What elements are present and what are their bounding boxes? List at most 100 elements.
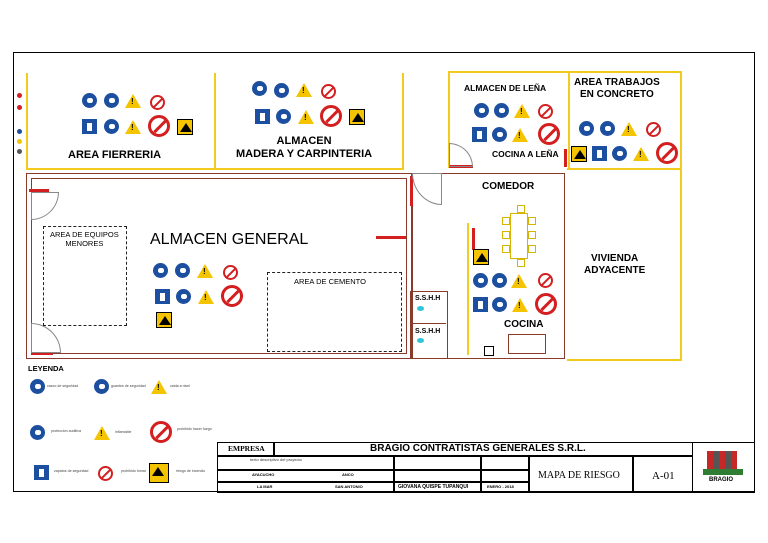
safety-boots-icon (255, 109, 270, 124)
legend-item-helmet: casco de seguridad (47, 384, 79, 388)
legend-item-boots: zapatos de seguridad (54, 469, 89, 473)
fire-warning-icon (571, 146, 587, 162)
no-fire-icon (656, 142, 678, 164)
safety-helmet-icon (473, 273, 488, 288)
legend-item-no-fire: prohibido hacer fuego (177, 427, 212, 431)
safety-helmet-icon (579, 121, 594, 136)
area-cemento-box (267, 272, 402, 352)
fire-warning-icon (473, 249, 489, 265)
safety-boots-icon (473, 297, 488, 312)
cocina-label: COCINA (504, 319, 544, 330)
no-smoking-icon (646, 122, 661, 137)
area-concreto-label: AREA TRABAJOS EN CONCRETO (574, 77, 660, 100)
safety-gloves-icon (104, 93, 119, 108)
safety-helmet-icon (30, 379, 45, 394)
almacen-general-walls (26, 173, 412, 359)
no-fire-icon (148, 115, 170, 137)
almacen-lena-label: ALMACEN DE LEÑA (464, 83, 547, 93)
drawn-by: GIOVANA QUISPE TUPANQUI (398, 484, 469, 490)
safety-gloves-icon (175, 263, 190, 278)
legend-item-slip: caida a nivel (170, 384, 190, 388)
slip-warning-icon (633, 147, 649, 161)
safety-helmet-icon (474, 103, 489, 118)
safety-boots-icon (82, 119, 97, 134)
safety-gloves-icon (494, 103, 509, 118)
legend-item-no-smoking: prohibido fumar (121, 469, 146, 473)
zona: ANCO (342, 472, 354, 477)
area-equipos-box (43, 226, 127, 326)
warning-icon (621, 122, 637, 136)
area-cemento-label: AREA DE CEMENTO (294, 277, 366, 286)
safety-boots-icon (155, 289, 170, 304)
no-fire-icon (150, 421, 172, 443)
sshh-1-label: S.S.H.H (415, 295, 441, 302)
safety-boots-icon (34, 465, 49, 480)
warning-icon (197, 264, 213, 278)
no-smoking-icon (150, 95, 165, 110)
legend-item-ear: proteccion auditiva (51, 429, 81, 433)
fire-warning-icon (349, 109, 365, 125)
almacen-madera-label: ALMACEN MADERA Y CARPINTERIA (236, 135, 373, 160)
date: ENERO - 2018 (487, 484, 514, 489)
safety-helmet-icon (252, 81, 267, 96)
almacen-general-label: ALMACEN GENERAL (150, 231, 309, 248)
ear-protection-icon (30, 425, 45, 440)
safety-boots-icon (592, 146, 607, 161)
fire-warning-icon (156, 312, 172, 328)
slip-warning-icon (125, 120, 141, 134)
cocina-lena-label: COCINA A LEÑA (492, 149, 559, 159)
area-equipos-label: AREA DE EQUIPOS MENORES (50, 230, 119, 248)
ubicacion: LA MAR (257, 484, 273, 489)
slip-warning-icon (298, 110, 314, 124)
no-smoking-icon (321, 84, 336, 99)
ear-protection-icon (104, 119, 119, 134)
no-fire-icon (320, 105, 342, 127)
area-fierreria-label: AREA FIERRERIA (68, 149, 162, 161)
no-smoking-icon (538, 273, 553, 288)
dining-table (510, 213, 528, 259)
slip-warning-icon (151, 380, 167, 394)
company-logo: BRAGIO (697, 443, 753, 491)
comedor-label: COMEDOR (482, 181, 535, 192)
safety-helmet-icon (153, 263, 168, 278)
slip-warning-icon (512, 298, 528, 312)
legend-item-fire: riesgo de incendio (176, 469, 206, 473)
no-smoking-icon (98, 466, 113, 481)
fire-warning-icon (149, 463, 169, 483)
departamento: AYACUCHO (252, 472, 275, 477)
slip-warning-icon (198, 290, 214, 304)
company-name: BRAGIO CONTRATISTAS GENERALES S.R.L. (370, 443, 586, 454)
no-smoking-icon (223, 265, 238, 280)
slip-warning-icon (512, 128, 528, 142)
sshh-2-label: S.S.H.H (415, 328, 441, 335)
sheet-number: A-01 (652, 470, 675, 482)
safety-helmet-icon (82, 93, 97, 108)
safety-boots-icon (472, 127, 487, 142)
warning-icon (511, 274, 527, 288)
project-description: texto descriptivo del proyecto (250, 457, 302, 462)
vivienda-label: VIVIENDA ADYACENTE (584, 253, 646, 276)
warning-icon (125, 94, 141, 108)
ear-protection-icon (612, 146, 627, 161)
no-fire-icon (221, 285, 243, 307)
legend-item-gloves: guantes de seguridad (111, 384, 146, 388)
warning-icon (296, 83, 312, 97)
no-fire-icon (535, 293, 557, 315)
safety-gloves-icon (94, 379, 109, 394)
no-fire-icon (538, 123, 560, 145)
safety-gloves-icon (274, 83, 289, 98)
floor-plan-sheet: AREA FIERRERIA ALMACEN MADERA Y CARPINTE… (13, 52, 755, 493)
distrito: SAN ANTONIO (335, 484, 363, 489)
safety-gloves-icon (600, 121, 615, 136)
ear-protection-icon (276, 109, 291, 124)
warning-icon (514, 104, 530, 118)
empresa-label: EMPRESA (228, 444, 265, 453)
ear-protection-icon (492, 297, 507, 312)
sheet-name: MAPA DE RIESGO (538, 470, 620, 481)
safety-gloves-icon (492, 273, 507, 288)
no-smoking-icon (538, 104, 553, 119)
legend-item-flammable: inflamable (115, 430, 132, 434)
ear-protection-icon (176, 289, 191, 304)
warning-icon (94, 426, 110, 440)
ear-protection-icon (492, 127, 507, 142)
